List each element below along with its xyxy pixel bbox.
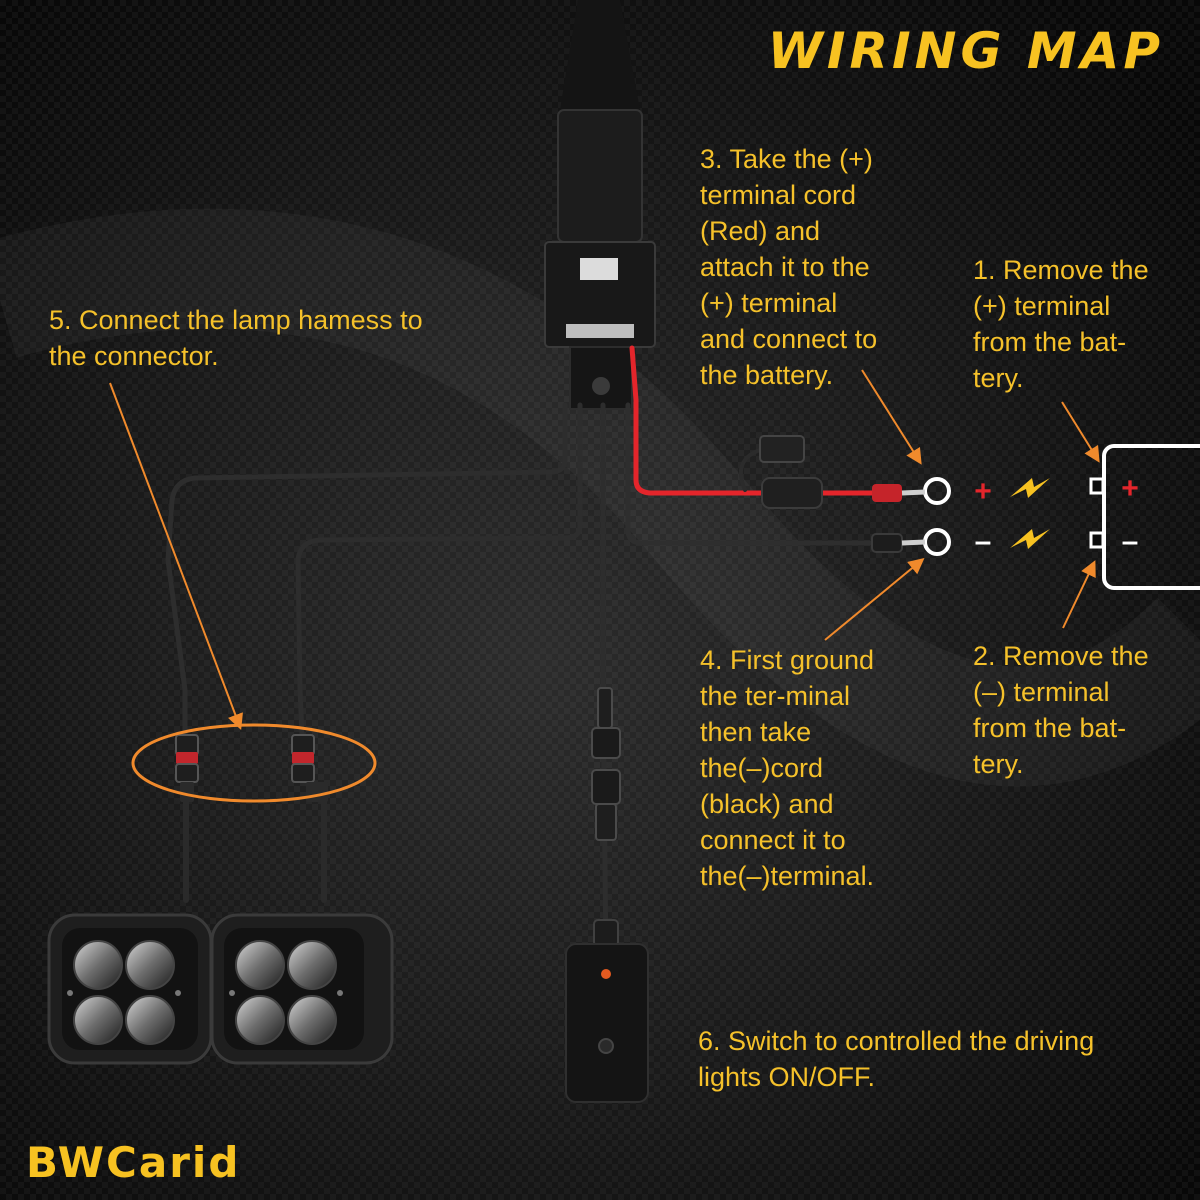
page-title: WIRING MAP	[767, 22, 1164, 80]
battery-minus-sign: –	[1122, 525, 1139, 558]
negative-crimp	[871, 533, 903, 553]
step-3-text: 3. Take the (+) terminal cord (Red) and …	[700, 144, 878, 390]
step-6-text: 6. Switch to controlled the driving ligh…	[698, 1026, 1095, 1092]
step-4-text: 4. First ground the ter-minal then take …	[700, 645, 875, 891]
arrow-step-3	[861, 369, 922, 465]
lamp-icon	[210, 913, 394, 1065]
lightning-bolt-icon	[1010, 478, 1050, 498]
arrow-step-1	[1061, 401, 1100, 463]
minus-sign: –	[975, 525, 992, 558]
ring-neck	[901, 489, 926, 496]
wires	[165, 345, 883, 963]
negative-wire	[625, 402, 883, 546]
fuse-icon	[759, 435, 902, 509]
lamp-1-harness	[165, 402, 568, 738]
arrow-step-4	[824, 557, 925, 641]
background-sheen	[0, 208, 1200, 787]
ring-neck	[901, 539, 926, 546]
switch-cable	[600, 402, 609, 963]
battery-plus-sign: +	[1121, 472, 1139, 505]
battery-icon	[1089, 444, 1200, 590]
step-5-text: 5. Connect the lamp hamess to the connec…	[49, 305, 423, 371]
switch-icon	[565, 919, 649, 1103]
relay-icon	[544, 0, 656, 410]
connector-icon	[175, 734, 199, 802]
lightning-bolt-icon	[1010, 529, 1050, 549]
positive-wire	[629, 345, 883, 496]
step-1-text: 1. Remove the (+) terminal from the bat-…	[973, 255, 1149, 393]
lamp-icon	[47, 913, 213, 1065]
brand-logo: BWCarid	[26, 1138, 241, 1187]
ring-terminal-icon	[923, 477, 951, 505]
arrow-step-2	[1062, 560, 1096, 629]
switch-connector-icon	[591, 687, 621, 841]
plus-sign: +	[974, 475, 992, 508]
fuse-loop	[739, 448, 762, 492]
step-2-text: 2. Remove the (–) terminal from the bat-…	[973, 641, 1149, 779]
connector-highlight-ellipse	[131, 723, 377, 803]
arrow-step-5	[109, 382, 243, 730]
lamp-2-harness	[295, 402, 583, 738]
